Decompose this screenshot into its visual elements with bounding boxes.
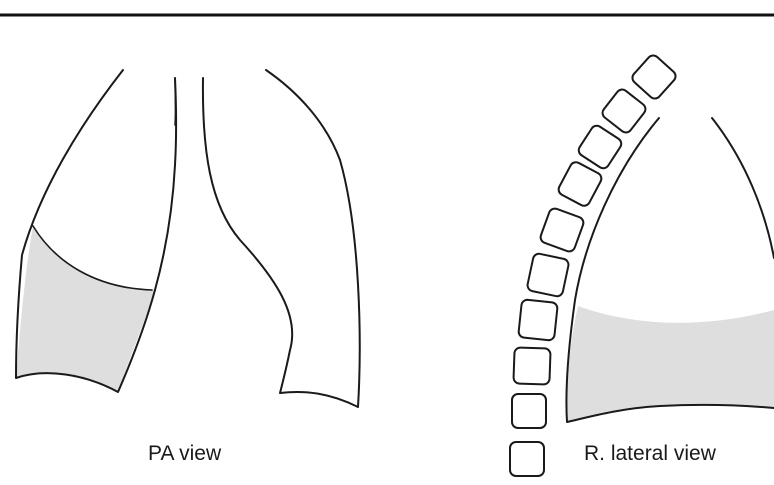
vertebra bbox=[539, 207, 585, 253]
vertebra bbox=[576, 123, 623, 170]
vertebra bbox=[600, 87, 648, 135]
vertebra bbox=[512, 394, 546, 428]
vertebra bbox=[557, 160, 604, 208]
pa-right-lung-outline bbox=[203, 70, 360, 407]
lateral-anterior-dome bbox=[712, 118, 774, 258]
vertebra bbox=[518, 299, 558, 341]
lateral-view-label: R. lateral view bbox=[584, 442, 716, 466]
pa-view bbox=[16, 70, 360, 407]
pa-view-label: PA view bbox=[148, 442, 221, 466]
vertebra bbox=[513, 347, 550, 384]
lateral-view bbox=[510, 53, 774, 476]
pa-left-lung-effusion bbox=[16, 226, 155, 392]
vertebra bbox=[526, 253, 569, 298]
vertebra bbox=[630, 53, 678, 101]
vertebra bbox=[510, 442, 544, 476]
